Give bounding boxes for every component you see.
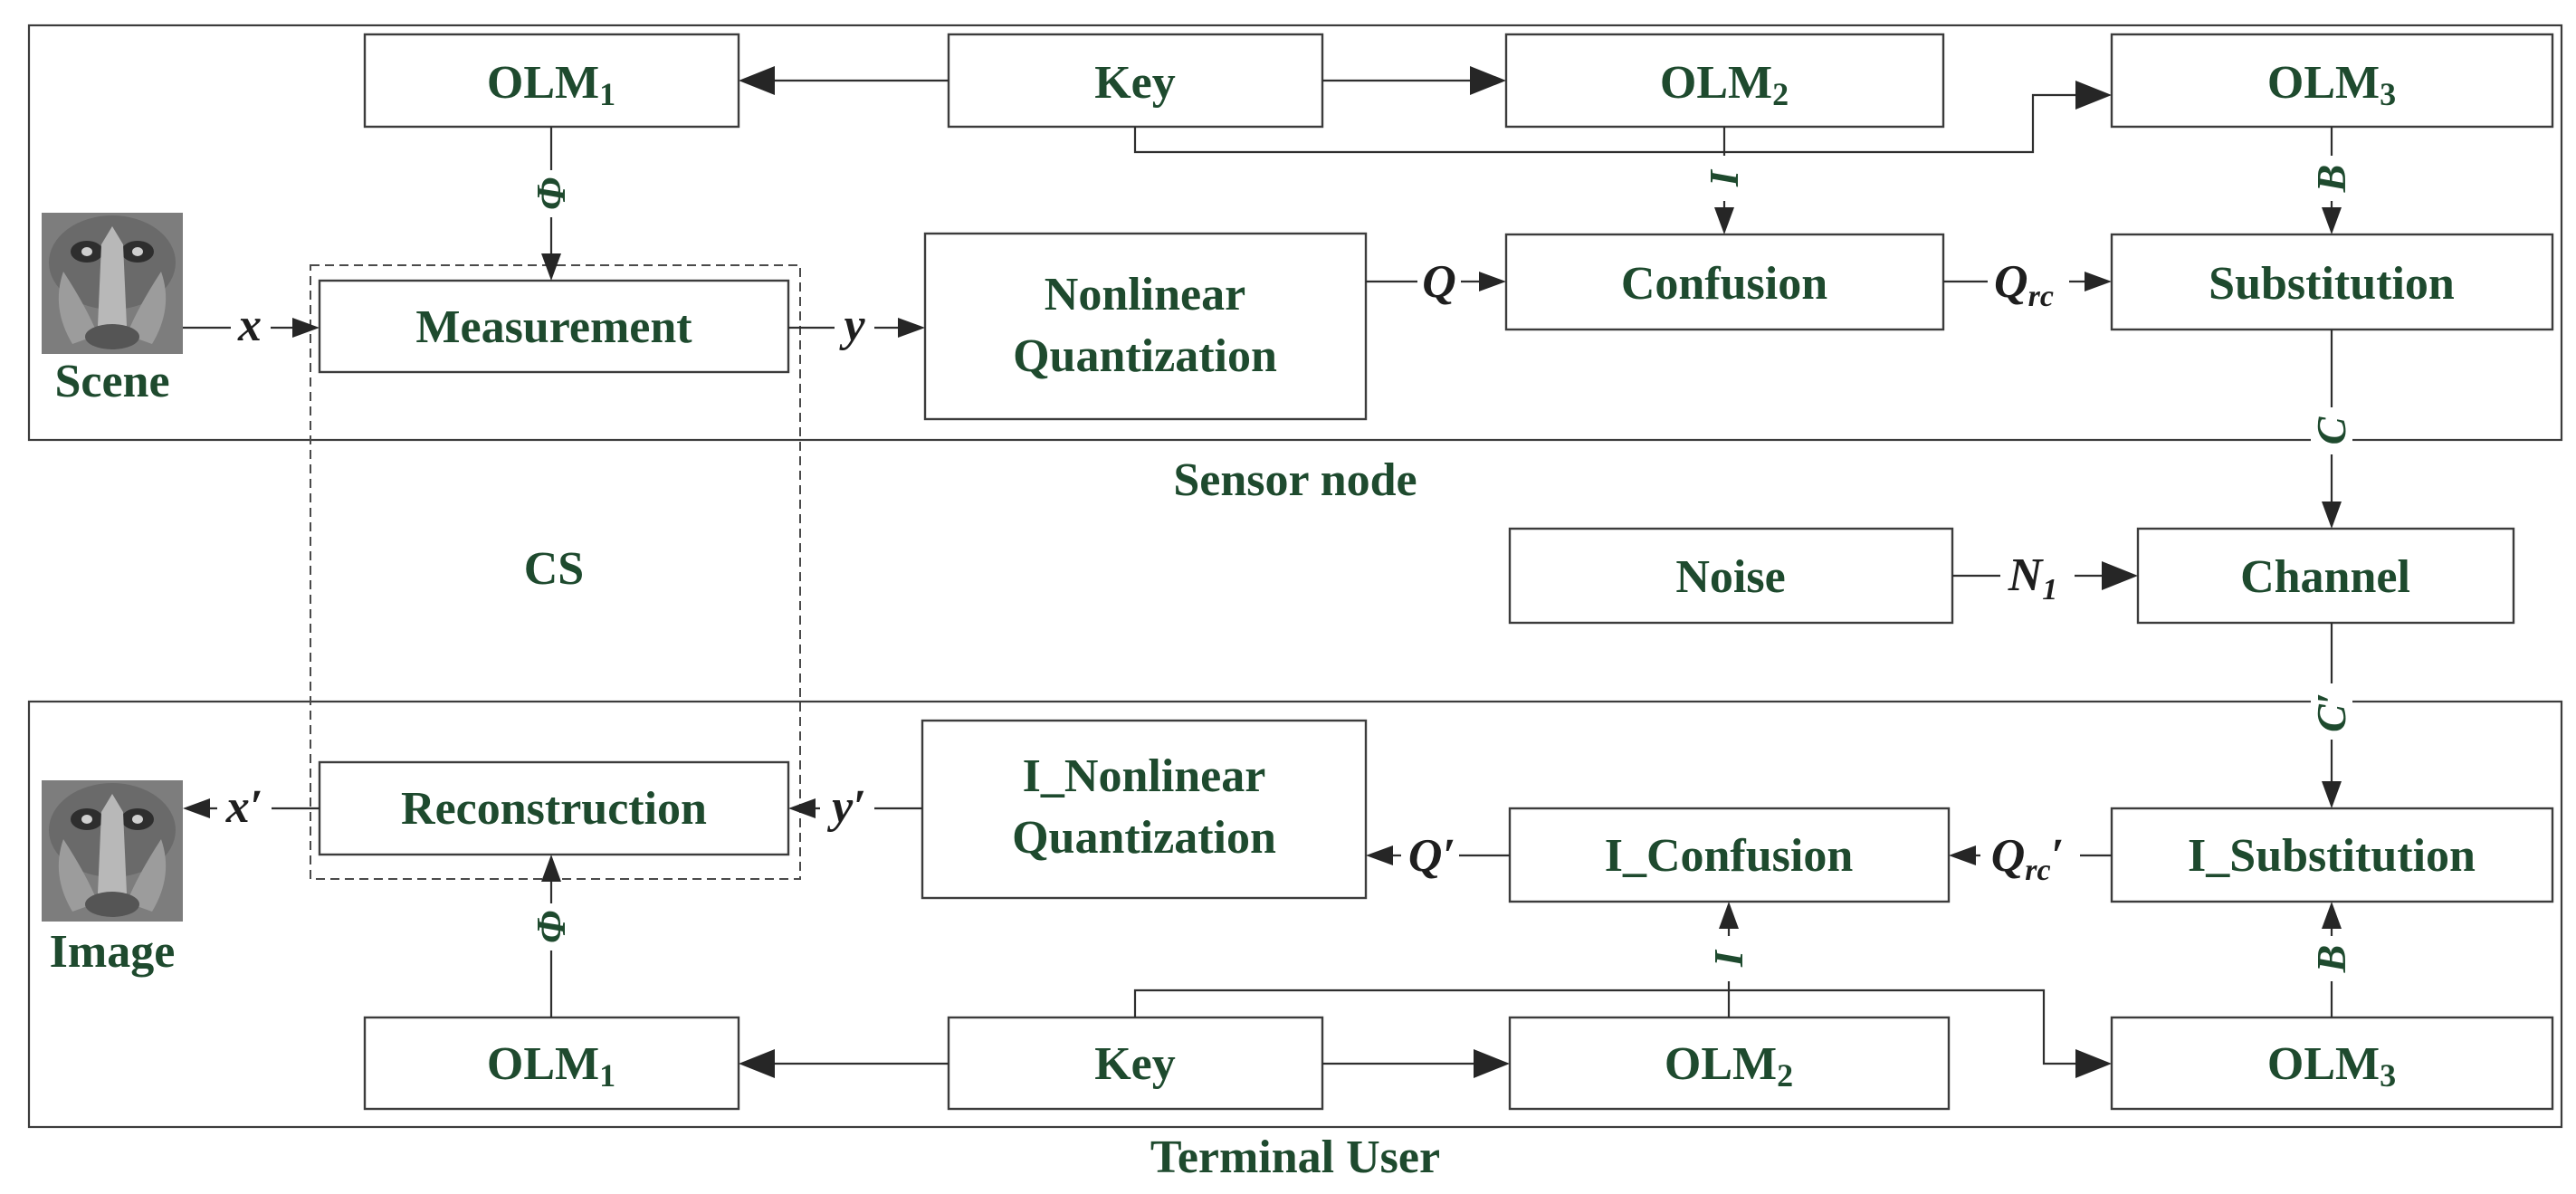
i-confusion-label: I_Confusion (1605, 830, 1854, 882)
olm2-terminal-box: OLM2 (1508, 1016, 1951, 1111)
olm3-sensor-box: OLM3 (2110, 33, 2554, 129)
key-terminal-label: Key (1094, 1038, 1176, 1090)
output-image (42, 780, 183, 922)
substitution-label: Substitution (2209, 258, 2455, 310)
var-b-terminal: B (2308, 945, 2354, 974)
measurement-box: Measurement (318, 279, 790, 374)
var-i-terminal: I (1705, 949, 1751, 968)
olm2-sensor-box: OLM2 (1504, 33, 1945, 129)
olm3-sensor-label: OLM3 (2267, 57, 2396, 112)
olm1-sensor-label: OLM1 (487, 57, 615, 112)
var-x: x (237, 300, 262, 351)
var-phi-terminal: Φ (528, 911, 574, 943)
key-sensor-box: Key (947, 33, 1324, 129)
i-confusion-box: I_Confusion (1508, 807, 1951, 903)
var-x-prime: x′ (225, 781, 263, 833)
var-y-prime: y′ (826, 781, 866, 833)
var-qrc: Qrc (1994, 256, 2054, 313)
nonlinear-label-line2: Quantization (1013, 330, 1277, 382)
scene-image (42, 213, 183, 354)
variable-labels: x y Q Qrc Φ I B C N1 C′ x′ y′ Q′ (217, 156, 2354, 981)
image-label: Image (50, 926, 176, 978)
cs-label: CS (524, 543, 584, 595)
sensor-node-frame (27, 24, 2563, 442)
channel-label: Channel (2240, 551, 2410, 603)
terminal-user-frame (27, 700, 2563, 1129)
var-phi-sensor: Φ (528, 177, 574, 210)
reconstruction-label: Reconstruction (401, 783, 707, 835)
sensor-connectors (183, 66, 2342, 808)
i-substitution-label: I_Substitution (2188, 830, 2476, 882)
confusion-box: Confusion (1504, 233, 1945, 331)
noise-label: Noise (1675, 551, 1785, 603)
i-nonlinear-label-line1: I_Nonlinear (1023, 750, 1266, 802)
sensor-node-label: Sensor node (1173, 454, 1417, 506)
var-q: Q (1422, 256, 1456, 308)
olm1-terminal-label: OLM1 (487, 1038, 615, 1094)
olm3-terminal-label: OLM3 (2267, 1038, 2396, 1094)
reconstruction-box: Reconstruction (318, 760, 790, 856)
nonlinear-quantization-box: Nonlinear Quantization (923, 232, 1368, 421)
var-c-prime: C′ (2308, 693, 2354, 732)
olm1-sensor-box: OLM1 (363, 33, 740, 129)
olm2-sensor-label: OLM2 (1660, 57, 1789, 112)
confusion-label: Confusion (1621, 258, 1827, 310)
olm2-terminal-label: OLM2 (1665, 1038, 1793, 1094)
var-q-prime: Q′ (1408, 830, 1455, 882)
i-nonlinear-label-line2: Quantization (1012, 812, 1276, 864)
terminal-user-label: Terminal User (1150, 1132, 1440, 1183)
var-c: C (2308, 416, 2354, 444)
channel-box: Channel (2136, 527, 2515, 625)
olm3-terminal-box: OLM3 (2110, 1016, 2554, 1111)
i-substitution-box: I_Substitution (2110, 807, 2554, 903)
key-sensor-label: Key (1094, 57, 1176, 109)
olm1-terminal-box: OLM1 (363, 1016, 740, 1111)
measurement-label: Measurement (415, 301, 692, 353)
noise-box: Noise (1508, 527, 1954, 625)
var-i-sensor: I (1701, 168, 1747, 187)
nonlinear-label-line1: Nonlinear (1045, 269, 1245, 320)
var-qrc-prime: Qrc′ (1991, 830, 2065, 887)
scene-label: Scene (54, 356, 169, 407)
var-n1: N1 (2008, 549, 2058, 607)
i-nonlinear-quantization-box: I_Nonlinear Quantization (921, 719, 1368, 900)
var-b-sensor: B (2308, 165, 2354, 194)
substitution-box: Substitution (2110, 233, 2554, 331)
key-terminal-box: Key (947, 1016, 1324, 1111)
